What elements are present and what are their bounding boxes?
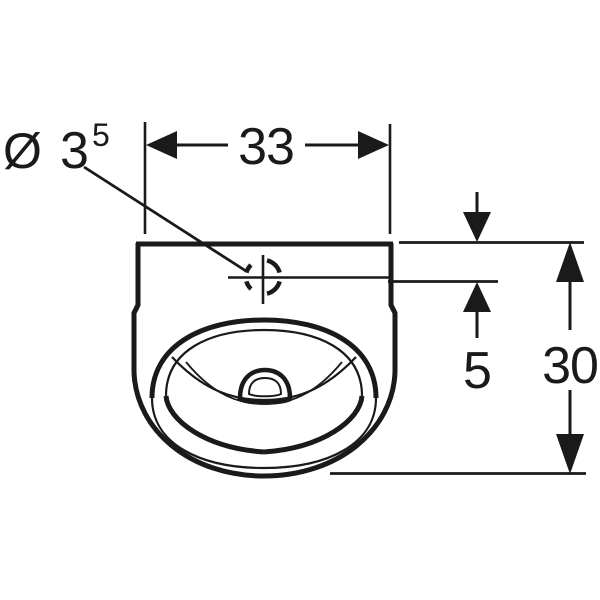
urinal-bowl (149, 317, 379, 470)
body-right-edge (388, 243, 398, 372)
diameter-value: 3 (60, 122, 88, 180)
bowl-cavity-left (163, 395, 265, 455)
crosshair-arc-top-right (266, 258, 282, 274)
bowl-saddle-contour (171, 356, 357, 402)
arrowhead-width-right (358, 131, 389, 159)
dimension-width-33: 33 (146, 118, 389, 176)
drain-dome (237, 367, 293, 399)
crosshair-arc-top-left (244, 263, 253, 274)
bowl-lip-inner (164, 328, 364, 397)
drain-outlet (236, 367, 294, 405)
extension-lines (143, 122, 586, 475)
bowl-rim-outer (149, 317, 379, 399)
dimension-total-height-30: 30 (542, 242, 599, 474)
arrowhead-width-left (146, 131, 177, 159)
body-left-edge (131, 243, 141, 372)
callout-inlet-diameter: Ø 3 5 (3, 117, 247, 273)
leader-line-inlet (83, 165, 247, 273)
diameter-superscript: 5 (92, 117, 110, 153)
dimension-label-inlet-height: 5 (463, 342, 491, 400)
dimension-label-total-height: 30 (542, 337, 598, 395)
arrowhead-30-top (556, 242, 584, 282)
inlet-hole-crosshair (228, 255, 391, 304)
dimension-inlet-height-5: 5 (463, 192, 492, 400)
bowl-rim-outer-lower (150, 397, 378, 470)
body-bottom-silhouette (131, 371, 398, 479)
bowl-cavity-right (263, 395, 365, 455)
diameter-symbol: Ø (3, 123, 42, 179)
drain-base-line (236, 395, 294, 405)
drain-inner-oval (247, 376, 283, 398)
crosshair-arc-bottom-left (244, 280, 253, 291)
arrowhead-5-top (463, 212, 491, 242)
crosshair-arc-bottom-right (266, 280, 282, 296)
dimension-label-width: 33 (238, 118, 294, 176)
arrowhead-30-bottom (556, 434, 584, 474)
arrowhead-5-bottom (463, 282, 491, 312)
urinal-body-outline (131, 241, 398, 479)
